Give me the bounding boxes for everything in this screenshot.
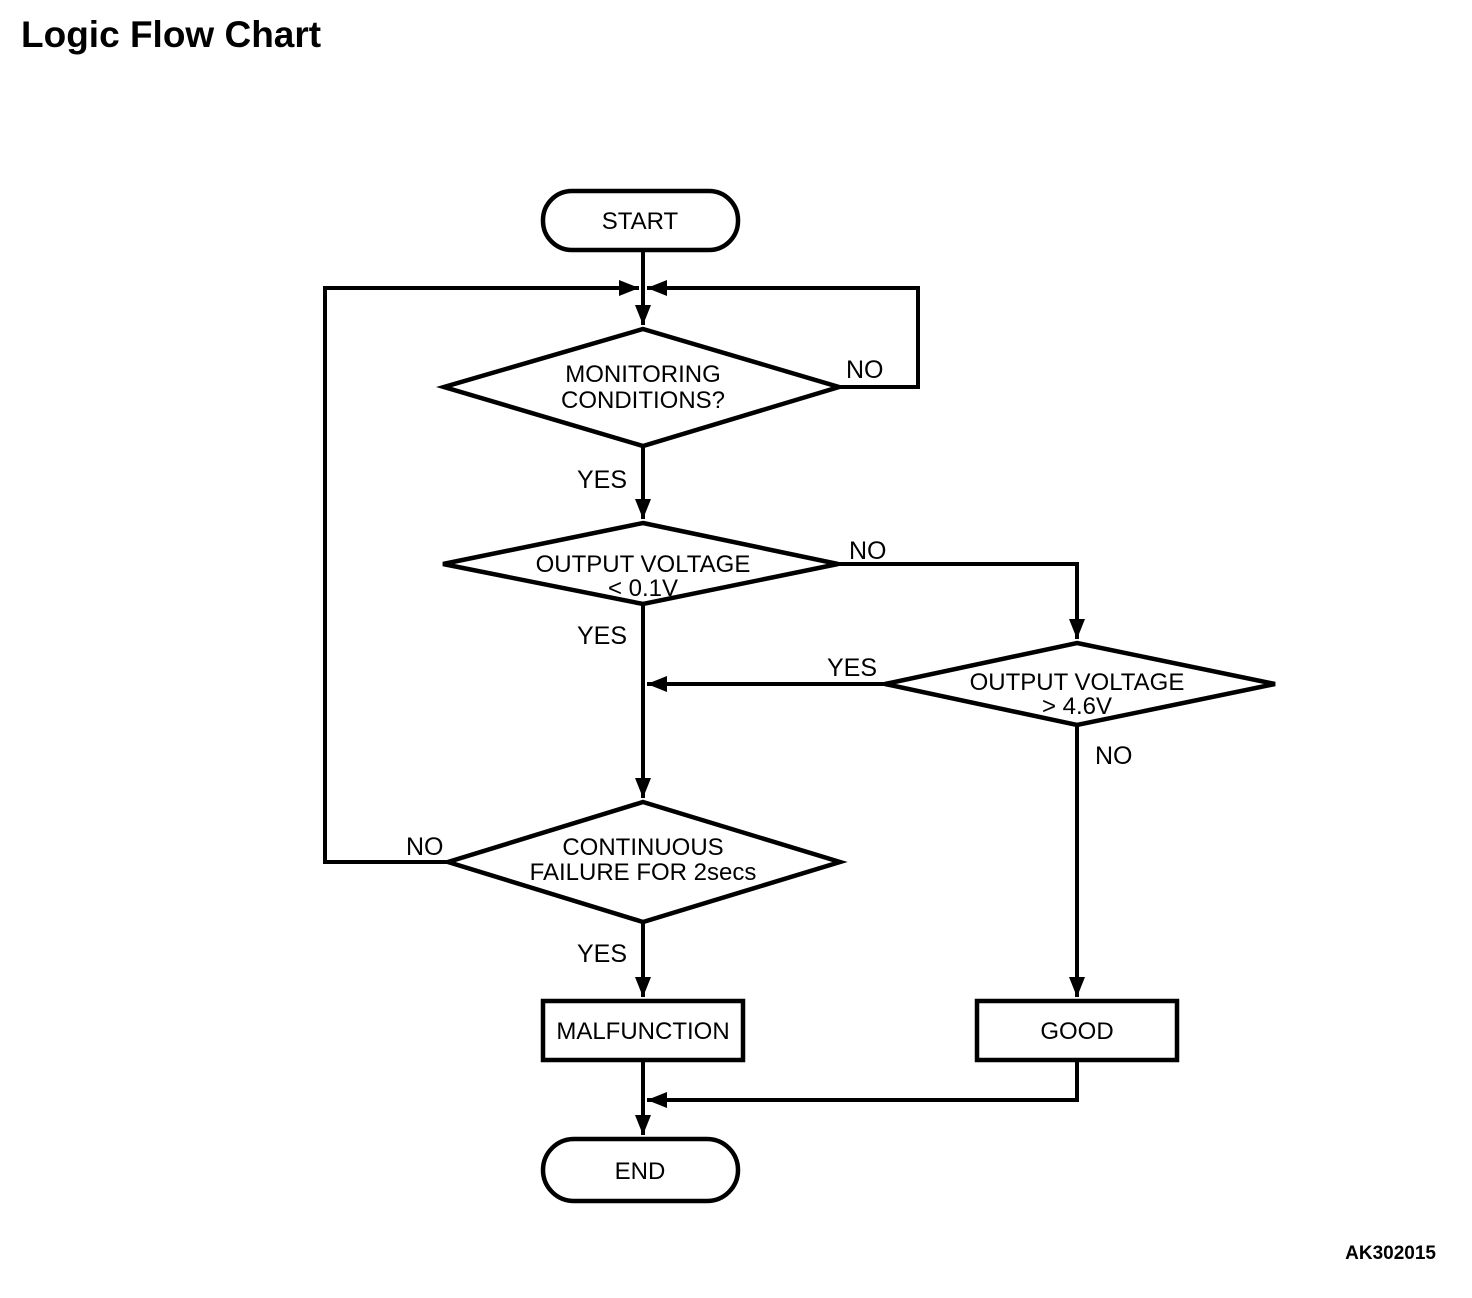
decision-monitoring-conditions xyxy=(436,326,847,449)
label-output-high-yes: YES xyxy=(827,654,877,682)
start-node xyxy=(540,188,741,253)
decision-continuous-failure xyxy=(440,799,848,925)
decision-output-voltage-low-line1: OUTPUT VOLTAGE xyxy=(536,551,751,578)
process-malfunction xyxy=(540,998,746,1063)
process-good xyxy=(974,998,1180,1063)
label-continuous-failure-no: NO xyxy=(406,833,444,861)
label-output-low-yes: YES xyxy=(577,622,627,650)
decision-output-voltage-high xyxy=(884,640,1276,728)
decision-output-voltage-high-line1: OUTPUT VOLTAGE xyxy=(970,669,1185,696)
label-monitoring-yes: YES xyxy=(577,466,627,494)
page-title: Logic Flow Chart xyxy=(21,14,321,55)
decision-output-voltage-high-line2: > 4.6V xyxy=(1042,693,1112,720)
decision-continuous-failure-line2: FAILURE FOR 2secs xyxy=(530,859,757,886)
connector-continuous-failure-no-loop xyxy=(323,280,639,864)
end-node-label: END xyxy=(615,1158,666,1185)
label-output-low-no: NO xyxy=(849,537,887,565)
label-output-high-no: NO xyxy=(1095,742,1133,770)
decision-monitoring-conditions-line1: MONITORING xyxy=(565,361,721,388)
label-monitoring-no: NO xyxy=(846,356,884,384)
connector-output-low-no xyxy=(838,562,1085,639)
process-good-label: GOOD xyxy=(1040,1018,1113,1045)
decision-output-voltage-low-line2: < 0.1V xyxy=(608,575,678,602)
label-continuous-failure-yes: YES xyxy=(577,940,627,968)
decision-continuous-failure-line1: CONTINUOUS xyxy=(562,834,723,861)
decision-output-voltage-low xyxy=(442,520,839,607)
connector-monitoring-no-loop xyxy=(647,280,920,389)
figure-code: AK302015 xyxy=(1345,1243,1436,1264)
end-node xyxy=(540,1136,741,1204)
process-malfunction-label: MALFUNCTION xyxy=(556,1018,729,1045)
decision-monitoring-conditions-line2: CONDITIONS? xyxy=(561,387,725,414)
start-node-label: START xyxy=(602,208,679,235)
connector-good-merge xyxy=(647,1060,1079,1108)
